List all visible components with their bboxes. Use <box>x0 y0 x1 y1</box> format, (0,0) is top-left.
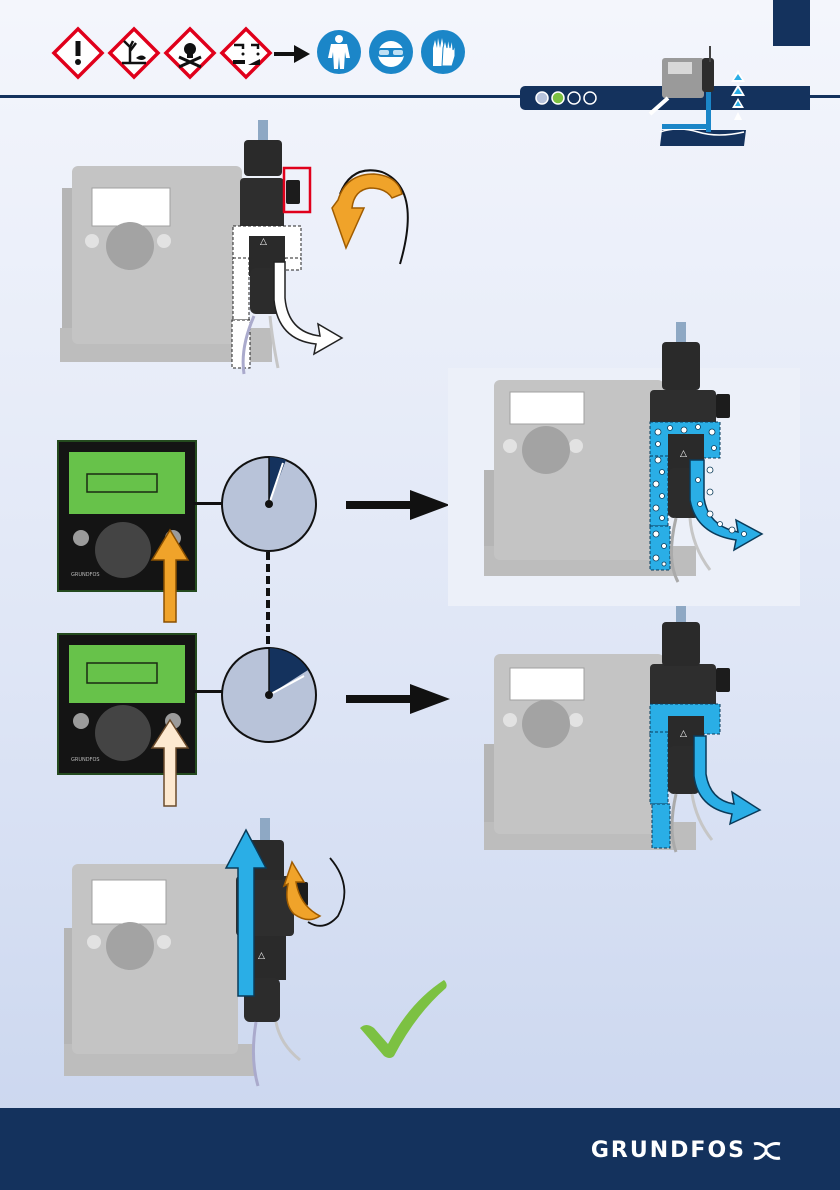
grundfos-logo-icon <box>752 1140 782 1162</box>
safety-goggles-icon <box>369 30 413 74</box>
connector-line-1 <box>193 502 223 505</box>
svg-text:GRUNDFOS: GRUNDFOS <box>71 757 100 763</box>
arrow-right-icon <box>272 42 312 66</box>
dashed-connector <box>266 552 270 644</box>
rotate-clockwise-icon <box>278 856 350 930</box>
timer-dial-short <box>220 455 318 553</box>
svg-text:△: △ <box>258 951 265 961</box>
rotate-counterclockwise-icon <box>330 168 414 268</box>
protective-suit-icon <box>317 30 361 74</box>
pump-illustration-air-bubbles: △ <box>470 320 790 582</box>
progress-step-3 <box>568 92 580 104</box>
timer-dial-long <box>220 646 318 744</box>
svg-text:△: △ <box>260 237 267 247</box>
press-button-arrow-orange <box>150 528 190 623</box>
protective-gloves-icon <box>421 30 465 74</box>
page-tab <box>773 0 810 46</box>
exclamation-hazard-icon <box>54 29 102 77</box>
release-button-arrow <box>150 718 190 808</box>
checkmark-icon <box>358 978 450 1060</box>
svg-text:△: △ <box>680 729 687 739</box>
svg-text:GRUNDFOS: GRUNDFOS <box>71 572 100 578</box>
progress-step-4 <box>584 92 596 104</box>
pump-illustration-liquid-flow: △ <box>470 604 790 852</box>
corrosive-hazard-icon <box>222 29 270 77</box>
environment-hazard-icon <box>110 29 158 77</box>
hazard-icons-row <box>52 26 292 80</box>
connector-line-2 <box>193 690 223 693</box>
arrow-right-icon <box>344 682 452 716</box>
toxic-hazard-icon <box>166 29 214 77</box>
progress-step-2 <box>552 92 564 104</box>
installation-diagram <box>648 44 758 150</box>
progress-step-1 <box>536 92 548 104</box>
arrow-right-icon <box>344 488 452 522</box>
ppe-icons-row <box>316 28 466 76</box>
brand-logo: GRUNDFOS <box>591 1138 782 1163</box>
svg-text:△: △ <box>680 449 687 459</box>
brand-name: GRUNDFOS <box>591 1138 746 1163</box>
